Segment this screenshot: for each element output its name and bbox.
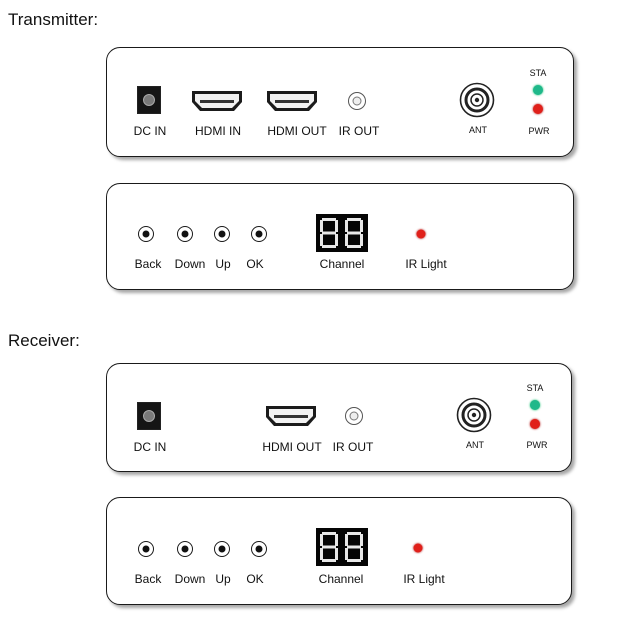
receiver-sta-led <box>530 400 540 410</box>
transmitter-hdmi-in-port-icon[interactable] <box>190 89 244 113</box>
receiver-ir-light-label: IR Light <box>403 572 445 586</box>
transmitter-ok-label: OK <box>246 257 264 271</box>
transmitter-back-label: Back <box>134 257 162 271</box>
receiver-down-button[interactable] <box>177 541 193 557</box>
transmitter-antenna-connector-icon[interactable] <box>459 82 495 118</box>
transmitter-ir-out-label: IR OUT <box>338 124 380 138</box>
receiver-sta-label: STA <box>526 383 544 393</box>
receiver-channel-label: Channel <box>318 572 364 586</box>
transmitter-ir-light-led <box>416 229 426 239</box>
receiver-back-label: Back <box>134 572 162 586</box>
receiver-up-label: Up <box>215 572 231 586</box>
receiver-pwr-led <box>530 419 540 429</box>
transmitter-rear-panel <box>106 47 574 157</box>
transmitter-back-button[interactable] <box>138 226 154 242</box>
transmitter-pwr-led <box>533 104 543 114</box>
receiver-dc-jack-icon[interactable] <box>137 402 161 430</box>
receiver-ir-out-label: IR OUT <box>332 440 374 454</box>
transmitter-dc-jack-icon[interactable] <box>137 86 161 114</box>
receiver-up-button[interactable] <box>214 541 230 557</box>
transmitter-title: Transmitter: <box>8 10 99 29</box>
transmitter-dc-in-label: DC IN <box>133 124 167 138</box>
transmitter-ir-light-label: IR Light <box>405 257 447 271</box>
receiver-ir-light-led <box>413 543 423 553</box>
transmitter-hdmi-out-port-icon[interactable] <box>265 89 319 113</box>
transmitter-hdmi-in-label: HDMI IN <box>195 124 241 138</box>
transmitter-down-button[interactable] <box>177 226 193 242</box>
transmitter-hdmi-out-label: HDMI OUT <box>267 124 327 138</box>
transmitter-ok-button[interactable] <box>251 226 267 242</box>
transmitter-pwr-label: PWR <box>528 126 550 136</box>
transmitter-up-button[interactable] <box>214 226 230 242</box>
receiver-ant-label: ANT <box>466 440 484 450</box>
receiver-seven-segment-display-icon <box>316 528 368 566</box>
receiver-down-label: Down <box>174 572 206 586</box>
transmitter-sta-led <box>533 85 543 95</box>
transmitter-seven-segment-display-icon <box>316 214 368 252</box>
receiver-title: Receiver: <box>8 331 80 350</box>
transmitter-sta-label: STA <box>529 68 547 78</box>
receiver-hdmi-out-label: HDMI OUT <box>262 440 322 454</box>
transmitter-channel-label: Channel <box>319 257 365 271</box>
transmitter-ir-out-jack-icon[interactable] <box>348 92 366 110</box>
receiver-rear-panel <box>106 363 572 472</box>
receiver-dc-in-label: DC IN <box>133 440 167 454</box>
receiver-ir-out-jack-icon[interactable] <box>345 407 363 425</box>
receiver-hdmi-out-port-icon[interactable] <box>264 404 318 428</box>
transmitter-down-label: Down <box>174 257 206 271</box>
receiver-back-button[interactable] <box>138 541 154 557</box>
transmitter-ant-label: ANT <box>469 125 487 135</box>
receiver-pwr-label: PWR <box>526 440 548 450</box>
transmitter-up-label: Up <box>215 257 231 271</box>
receiver-ok-label: OK <box>246 572 264 586</box>
receiver-ok-button[interactable] <box>251 541 267 557</box>
receiver-antenna-connector-icon[interactable] <box>456 397 492 433</box>
